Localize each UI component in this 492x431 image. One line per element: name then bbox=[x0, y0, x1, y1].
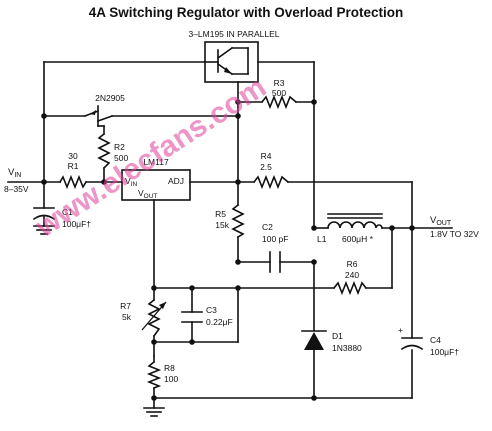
inductor-l1 bbox=[327, 213, 383, 229]
wires bbox=[7, 61, 453, 409]
lm117-box bbox=[121, 169, 191, 201]
ground-left bbox=[33, 225, 55, 235]
junction-dots bbox=[41, 99, 415, 401]
ic-name: LM117 bbox=[143, 157, 169, 167]
resistor-r1 bbox=[58, 174, 88, 190]
r8-value: 100 bbox=[164, 374, 178, 384]
r8-name: R8 bbox=[164, 363, 175, 373]
ic-pin-in: VIN bbox=[125, 176, 137, 188]
resistor-r5 bbox=[231, 203, 245, 239]
c3-name: C3 bbox=[206, 305, 217, 315]
c2-value: 100 pF bbox=[262, 234, 288, 244]
r2-name: R2 bbox=[114, 142, 125, 152]
c2-name: C2 bbox=[262, 222, 273, 232]
resistor-r2 bbox=[97, 132, 111, 170]
l1-name: L1 bbox=[317, 234, 327, 244]
capacitor-c1 bbox=[32, 207, 56, 221]
parallel-label: 3–LM195 IN PARALLEL bbox=[188, 29, 279, 39]
c1-value: 100μF† bbox=[62, 219, 91, 229]
r3-name: R3 bbox=[274, 78, 285, 88]
lm195-transistor-group bbox=[204, 41, 259, 83]
r1-value: 30 bbox=[68, 151, 78, 161]
q-label: 2N2905 bbox=[95, 93, 125, 103]
r7-name: R7 bbox=[120, 301, 131, 311]
r5-name: R5 bbox=[215, 209, 226, 219]
l1-value: 600μH * bbox=[342, 234, 374, 244]
capacitor-c2 bbox=[269, 251, 281, 273]
capacitor-c4: + bbox=[398, 325, 424, 351]
diagram-title: 4A Switching Regulator with Overload Pro… bbox=[89, 5, 404, 20]
c1-name: C1 bbox=[62, 207, 73, 217]
capacitor-c3 bbox=[181, 311, 203, 323]
r1-name: R1 bbox=[68, 161, 79, 171]
ground-bottom bbox=[143, 407, 165, 417]
d1-value: 1N3880 bbox=[332, 343, 362, 353]
r6-value: 240 bbox=[345, 270, 359, 280]
r4-name: R4 bbox=[261, 151, 272, 161]
c4-value: 100μF† bbox=[430, 347, 459, 357]
diode-d1 bbox=[301, 330, 327, 350]
vin-label: VIN bbox=[8, 167, 21, 179]
r6-name: R6 bbox=[347, 259, 358, 269]
r5-value: 15k bbox=[215, 220, 229, 230]
resistor-r8 bbox=[146, 360, 162, 390]
lm117-ic bbox=[121, 169, 191, 201]
vout-range: 1.8V TO 32V bbox=[430, 229, 479, 239]
vout-label: VOUT bbox=[430, 215, 452, 227]
r3-value: 500 bbox=[272, 88, 286, 98]
resistor-r6 bbox=[332, 280, 368, 296]
resistor-r7 bbox=[141, 298, 167, 338]
resistor-r3 bbox=[260, 94, 298, 110]
c3-value: 0.22μF bbox=[206, 317, 233, 327]
r2-value: 500 bbox=[114, 153, 128, 163]
svg-text:+: + bbox=[398, 325, 403, 335]
ic-pin-adj: ADJ bbox=[168, 176, 184, 186]
resistor-r4 bbox=[252, 174, 290, 190]
c4-name: C4 bbox=[430, 335, 441, 345]
ic-pin-out: VOUT bbox=[138, 188, 157, 200]
r7-value: 5k bbox=[122, 312, 132, 322]
d1-name: D1 bbox=[332, 331, 343, 341]
vin-range: 8–35V bbox=[4, 184, 29, 194]
r4-value: 2.5 bbox=[260, 162, 272, 172]
pnp-transistor bbox=[83, 105, 114, 127]
